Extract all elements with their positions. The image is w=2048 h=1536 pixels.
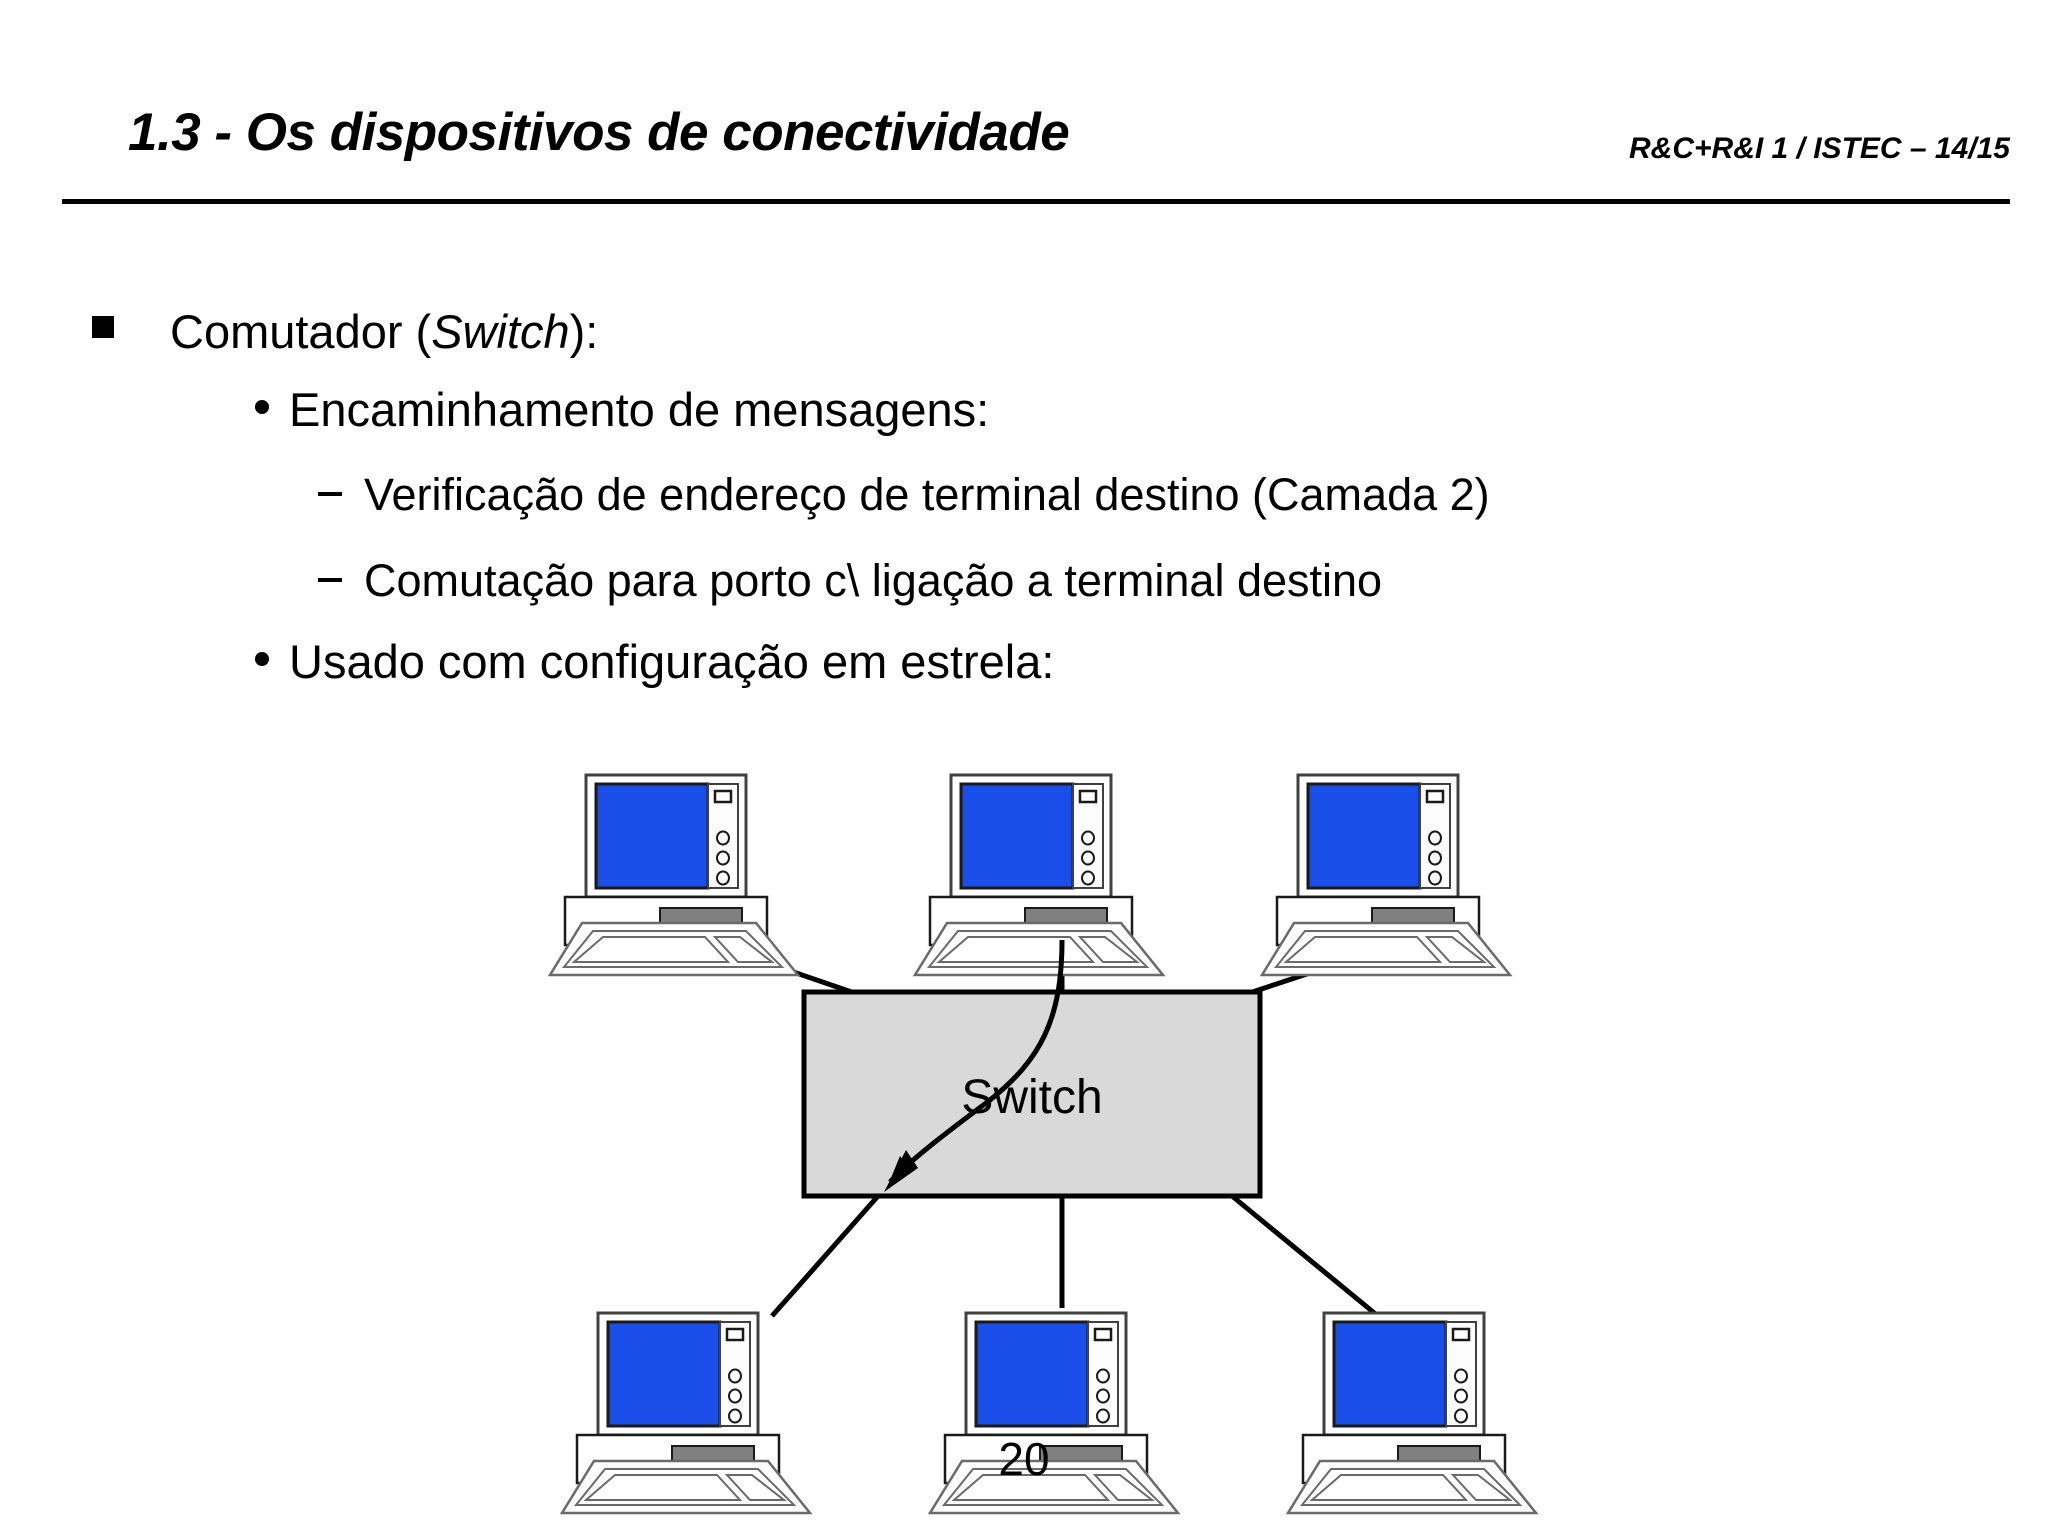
switch-label: Switch — [961, 1071, 1102, 1124]
workstation-bottom-left[interactable] — [560, 1311, 812, 1515]
dot-bullet-icon — [255, 652, 269, 666]
bullet-item-encaminhamento: Encaminhamento de mensagens: — [255, 386, 989, 433]
message-flow-arrow-icon — [884, 939, 1065, 1192]
dot-bullet-icon — [255, 400, 269, 414]
bullet-item-usado-estrela: Usado com configuração em estrela: — [255, 638, 1054, 685]
bullet-item-comutacao: Comutação para porto c\ ligação a termin… — [318, 558, 1382, 603]
bullet-label: Comutação para porto c\ ligação a termin… — [364, 555, 1383, 606]
page-number: 20 — [998, 1433, 1050, 1485]
link-pc-top-right-to-switch — [1227, 937, 1411, 1003]
bullet-label: Verificação de endereço de terminal dest… — [364, 469, 1490, 520]
link-switch-to-pc-bottom-right — [1230, 1194, 1380, 1318]
workstation-top-left[interactable] — [548, 773, 800, 977]
bullet-label: Usado com configuração em estrela: — [289, 635, 1055, 688]
workstation-bottom-right[interactable] — [1286, 1311, 1538, 1515]
workstation-top-right[interactable] — [1260, 773, 1512, 977]
page-title: 1.3 - Os dispositivos de conectividade — [128, 103, 1070, 162]
bullet-item-comutador: Comutador (Switch): — [92, 308, 598, 355]
bullet-text-part-italic: Switch — [431, 305, 570, 358]
dash-bullet-icon — [318, 492, 342, 496]
square-bullet-icon — [92, 316, 114, 338]
network-links — [699, 937, 1411, 1318]
switch-box[interactable] — [801, 989, 1263, 1199]
header-divider — [62, 199, 2010, 204]
switch-node[interactable] — [801, 989, 1263, 1199]
bullet-text-part-after: ): — [569, 305, 599, 358]
link-pc-top-left-to-switch — [699, 937, 876, 1003]
bullet-item-verificacao: Verificação de endereço de terminal dest… — [318, 472, 1490, 517]
workstation-bottom-center[interactable] — [928, 1311, 1180, 1515]
bullet-label: Encaminhamento de mensagens: — [289, 383, 990, 436]
link-switch-to-pc-bottom-left — [770, 1194, 880, 1318]
dash-bullet-icon — [318, 578, 342, 582]
workstation-top-center[interactable] — [913, 773, 1165, 977]
bullet-text-part-before: Comutador ( — [170, 305, 432, 358]
header-course-meta: R&C+R&I 1 / ISTEC – 14/15 — [1629, 132, 2010, 165]
